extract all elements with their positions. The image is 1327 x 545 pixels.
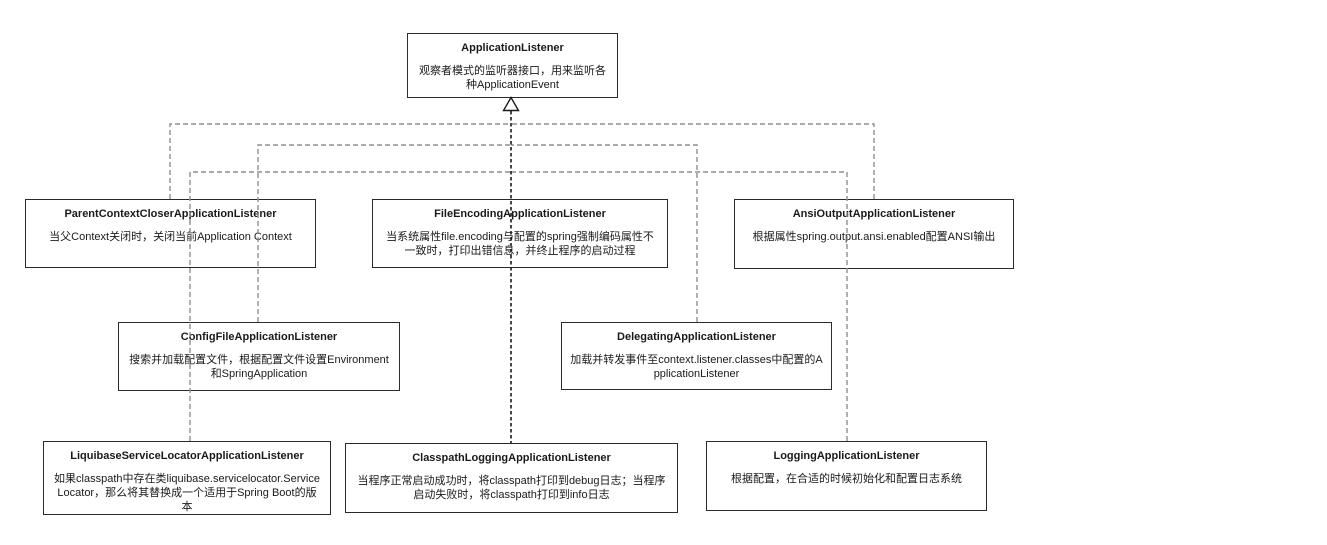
class-name: AnsiOutputApplicationListener <box>792 208 956 220</box>
class-node-classpath-logging: ClasspathLoggingApplicationListener 当程序正… <box>345 443 678 513</box>
class-description: 搜索并加载配置文件，根据配置文件设置Environment和SpringAppl… <box>129 354 389 380</box>
class-description: 加载并转发事件至context.listener.classes中配置的Appl… <box>570 354 823 380</box>
class-description: 如果classpath中存在类liquibase.servicelocator.… <box>54 473 320 513</box>
class-node-delegating: DelegatingApplicationListener 加载并转发事件至co… <box>561 322 832 390</box>
class-node-application-listener: ApplicationListener 观察者模式的监听器接口，用来监听各种Ap… <box>407 33 618 98</box>
inheritance-triangle-icon <box>502 96 520 112</box>
class-description: 观察者模式的监听器接口，用来监听各种ApplicationEvent <box>419 65 606 91</box>
class-description: 根据配置，在合适的时候初始化和配置日志系统 <box>731 473 962 485</box>
class-name: LoggingApplicationListener <box>773 450 920 462</box>
class-description: 当程序正常启动成功时，将classpath打印到debug日志；当程序启动失败时… <box>357 475 666 501</box>
class-name: ApplicationListener <box>461 42 564 54</box>
class-description: 当系统属性file.encoding与配置的spring强制编码属性不一致时，打… <box>386 231 654 257</box>
edge-parent-context-closer <box>169 123 511 199</box>
class-name: DelegatingApplicationListener <box>617 331 776 343</box>
class-node-config-file: ConfigFileApplicationListener 搜索并加载配置文件，… <box>118 322 400 391</box>
class-name: ClasspathLoggingApplicationListener <box>412 452 611 464</box>
edge-ansi-output <box>511 123 875 199</box>
class-node-file-encoding: FileEncodingApplicationListener 当系统属性fil… <box>372 199 668 268</box>
class-name: FileEncodingApplicationListener <box>434 208 606 220</box>
class-node-parent-context-closer: ParentContextCloserApplicationListener 当… <box>25 199 316 268</box>
class-node-liquibase-service-locator: LiquibaseServiceLocatorApplicationListen… <box>43 441 331 515</box>
class-name: ConfigFileApplicationListener <box>180 331 338 343</box>
class-name: LiquibaseServiceLocatorApplicationListen… <box>70 450 304 462</box>
class-description: 当父Context关闭时，关闭当前Application Context <box>49 231 292 243</box>
class-description: 根据属性spring.output.ansi.enabled配置ANSI输出 <box>752 231 996 243</box>
class-node-ansi-output: AnsiOutputApplicationListener 根据属性spring… <box>734 199 1014 269</box>
class-name: ParentContextCloserApplicationListener <box>64 208 277 220</box>
class-node-logging: LoggingApplicationListener 根据配置，在合适的时候初始… <box>706 441 987 511</box>
